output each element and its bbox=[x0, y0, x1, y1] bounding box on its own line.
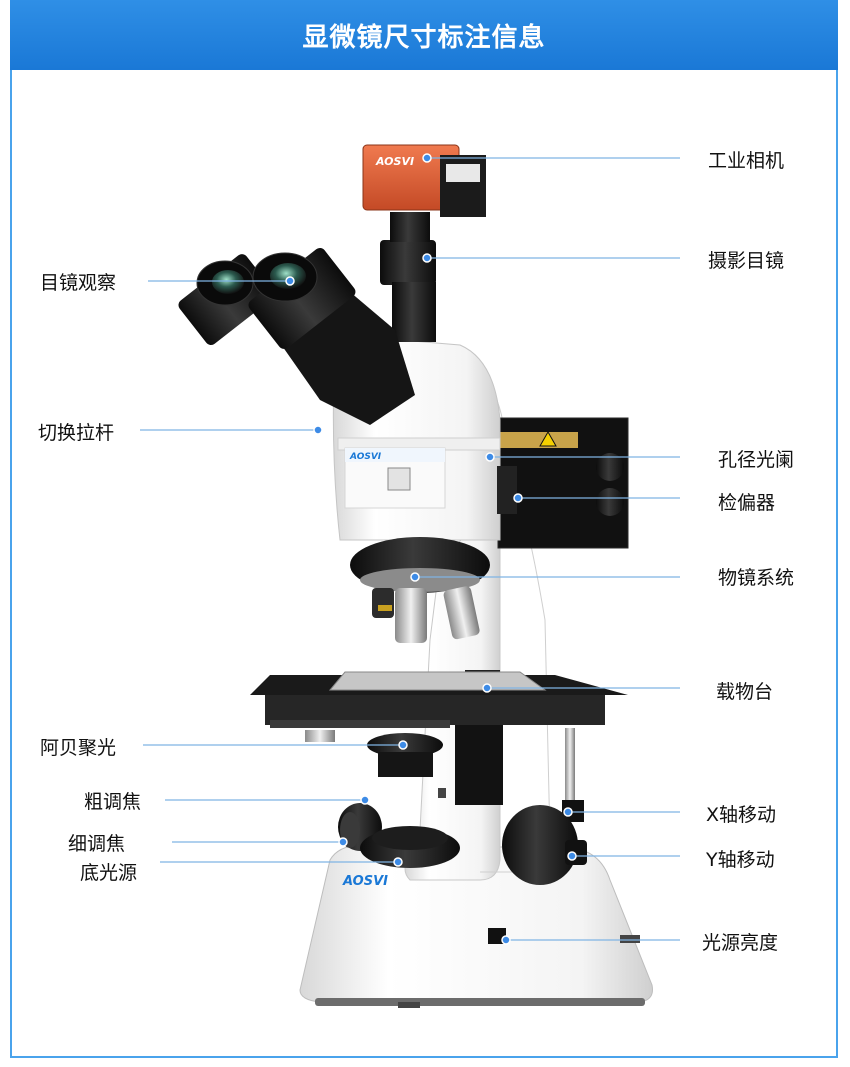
label-photo-eyepiece: 摄影目镜 bbox=[708, 250, 785, 272]
label-fine-focus: 细调焦 bbox=[68, 833, 126, 855]
trinocular-tube bbox=[380, 212, 436, 342]
label-y-axis-movement: Y轴移动 bbox=[706, 849, 775, 871]
label-x-axis-movement: X轴移动 bbox=[706, 804, 777, 826]
label-coarse-focus: 粗调焦 bbox=[84, 791, 142, 813]
base-logo: AOSVI bbox=[342, 874, 388, 889]
label-stage: 载物台 bbox=[716, 681, 774, 703]
camera-logo-text: AOSVI bbox=[375, 155, 414, 168]
leader-lines bbox=[140, 157, 680, 941]
bottom-light-ring bbox=[360, 826, 460, 868]
page-title: 显微镜尺寸标注信息 bbox=[302, 22, 546, 53]
callout-dots bbox=[285, 153, 577, 945]
lamp-housing bbox=[497, 417, 629, 549]
specimen-stage bbox=[250, 671, 628, 742]
label-abbe-condenser: 阿贝聚光 bbox=[40, 737, 117, 759]
label-switch-lever: 切换拉杆 bbox=[38, 422, 115, 444]
industrial-camera: AOSVI bbox=[362, 144, 486, 217]
header-bar: 显微镜尺寸标注信息 bbox=[10, 0, 838, 70]
base-logo-text: AOSVI bbox=[342, 874, 388, 889]
label-light-brightness: 光源亮度 bbox=[702, 932, 779, 954]
page-frame bbox=[10, 0, 838, 1058]
xy-stage-control bbox=[502, 728, 587, 885]
microscope-base bbox=[299, 844, 653, 1008]
label-objective-system: 物镜系统 bbox=[718, 567, 795, 589]
objective-turret bbox=[350, 537, 490, 643]
label-aperture-diaphragm: 孔径光阑 bbox=[718, 449, 795, 471]
label-industrial-camera: 工业相机 bbox=[708, 150, 785, 172]
label-eyepiece: 目镜观察 bbox=[40, 272, 117, 294]
label-bottom-light: 底光源 bbox=[80, 862, 138, 884]
eyepiece-tubes bbox=[178, 247, 415, 425]
label-analyzer: 检偏器 bbox=[718, 492, 776, 514]
head-logo: AOSVI bbox=[349, 452, 382, 462]
head-logo-text: AOSVI bbox=[349, 452, 382, 462]
